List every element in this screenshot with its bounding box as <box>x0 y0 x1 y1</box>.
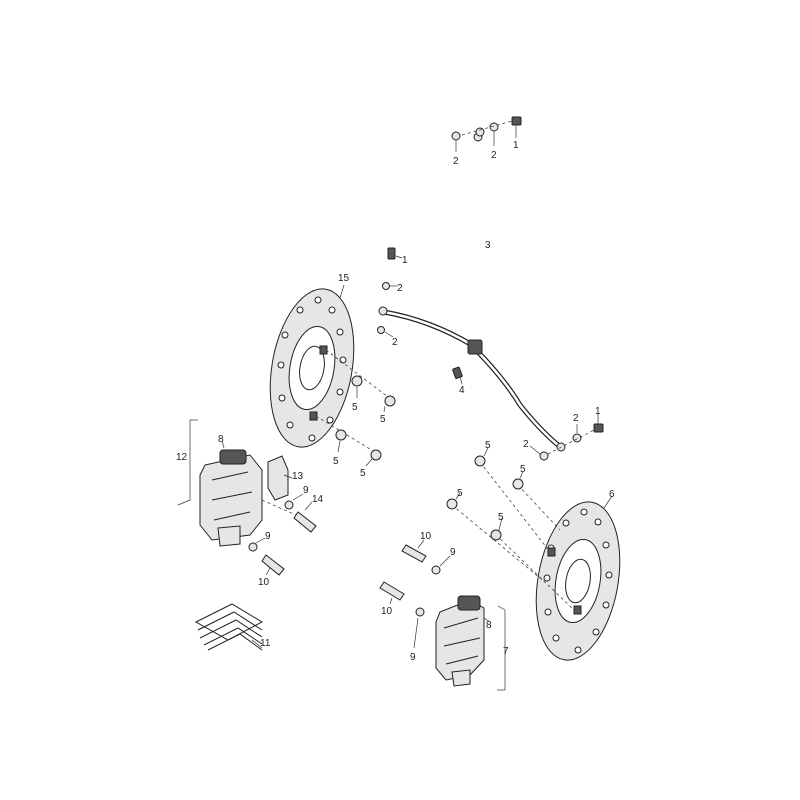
caliper-assembly-right <box>379 539 506 691</box>
disc-left-mount-2 <box>309 411 318 421</box>
disc-bolt-l2 <box>384 395 396 407</box>
label-part-8-left: 8 <box>218 434 224 445</box>
washer-right-1 <box>572 433 582 443</box>
label-part-2-top-a: 2 <box>491 150 497 161</box>
washer-caliper-right-lower <box>415 607 425 617</box>
disc-right-bolts <box>446 447 575 611</box>
label-part-11: 11 <box>260 638 271 649</box>
label-part-10-right-a: 10 <box>420 531 432 542</box>
label-part-9-right-b: 9 <box>410 652 416 663</box>
disc-right-holes <box>543 508 613 654</box>
label-part-5-l2: 5 <box>380 414 386 425</box>
bolt-caliper-left-lower <box>261 554 285 576</box>
label-part-10-right-b: 10 <box>381 606 393 617</box>
label-part-5-l1: 5 <box>352 402 358 413</box>
label-part-2-left-a: 2 <box>397 283 403 294</box>
disc-bolt-r4 <box>490 529 502 541</box>
label-part-5-l3: 5 <box>333 456 339 467</box>
washer-right-2 <box>539 451 549 461</box>
label-part-2-left-b: 2 <box>392 337 398 348</box>
disc-right-mount-2 <box>573 605 582 615</box>
bolt-caliper-left <box>293 511 317 533</box>
label-part-1-top: 1 <box>513 140 519 151</box>
disc-bolt-l1 <box>351 375 363 387</box>
disc-left-mount-1 <box>319 345 328 355</box>
banjo-bolt-top <box>511 116 522 126</box>
label-part-5-r4: 5 <box>498 512 504 523</box>
brake-disc-right <box>535 495 621 661</box>
banjo-bolt-left <box>387 247 396 260</box>
label-part-5-l4: 5 <box>360 468 366 479</box>
banjo-bolt-right <box>593 423 604 433</box>
right-hose-fittings <box>529 414 604 461</box>
label-part-13: 13 <box>292 471 304 482</box>
label-part-10-left: 10 <box>258 577 270 588</box>
bolt-caliper-right-upper <box>401 544 427 563</box>
washer-caliper-left-lower <box>248 542 258 552</box>
disc-bolt-r2 <box>512 478 524 490</box>
label-part-7: 7 <box>503 646 509 657</box>
brake-hose-assembly <box>378 132 566 452</box>
label-part-8-right: 8 <box>486 620 492 631</box>
disc-bolt-l4 <box>370 449 382 461</box>
caliper-piston-left <box>219 449 247 465</box>
disc-bolt-r1 <box>474 455 486 467</box>
label-part-9-left-b: 9 <box>265 531 271 542</box>
disc-left-bolts <box>315 349 396 467</box>
washer-left-2 <box>377 326 385 334</box>
disc-bolt-r3 <box>446 498 458 510</box>
disc-left-holes <box>277 296 347 442</box>
washer-top-2 <box>475 127 485 137</box>
hose-junction-block <box>467 339 483 355</box>
label-part-9-left-a: 9 <box>303 485 309 496</box>
left-hose-fittings <box>377 247 463 385</box>
disc-right-mount-1 <box>547 547 556 557</box>
washer-top-3 <box>451 131 461 141</box>
label-part-14: 14 <box>312 494 324 505</box>
caliper-lower-right <box>451 669 471 687</box>
label-part-5-r2: 5 <box>520 464 526 475</box>
label-part-2-right-a: 2 <box>573 413 579 424</box>
label-part-3: 3 <box>485 240 491 251</box>
label-part-5-r3: 5 <box>457 488 463 499</box>
caliper-body-left <box>199 454 263 541</box>
label-part-2-right-b: 2 <box>523 439 529 450</box>
caliper-body-right <box>435 599 485 681</box>
caliper-lower-left <box>217 525 241 547</box>
label-part-1-right: 1 <box>595 406 601 417</box>
label-part-4: 4 <box>459 385 465 396</box>
caliper-bracket-left <box>267 455 289 501</box>
washer-caliper-right-upper <box>431 565 441 575</box>
caliper-assembly-left <box>177 419 317 576</box>
label-part-1-left: 1 <box>402 255 408 266</box>
washer-left-1 <box>382 282 390 290</box>
caliper-piston-right <box>457 595 481 611</box>
brake-disc-left <box>269 284 355 448</box>
part-labels: 1 2 2 3 1 2 2 4 1 2 2 15 5 5 5 5 5 5 5 5… <box>176 140 615 663</box>
bolt-caliper-right-lower <box>379 581 405 601</box>
label-part-5-r1: 5 <box>485 440 491 451</box>
label-part-6: 6 <box>609 489 615 500</box>
brake-pads <box>194 603 264 651</box>
hose-mount-bolt <box>452 366 463 379</box>
disc-bolt-l3 <box>335 429 347 441</box>
label-part-9-right-a: 9 <box>450 547 456 558</box>
top-fittings <box>451 116 522 152</box>
hose-fitting-left <box>378 306 388 316</box>
label-part-2-top-b: 2 <box>453 156 459 167</box>
washer-caliper-left <box>284 500 294 510</box>
label-part-15: 15 <box>338 273 350 284</box>
label-part-12: 12 <box>176 452 188 463</box>
